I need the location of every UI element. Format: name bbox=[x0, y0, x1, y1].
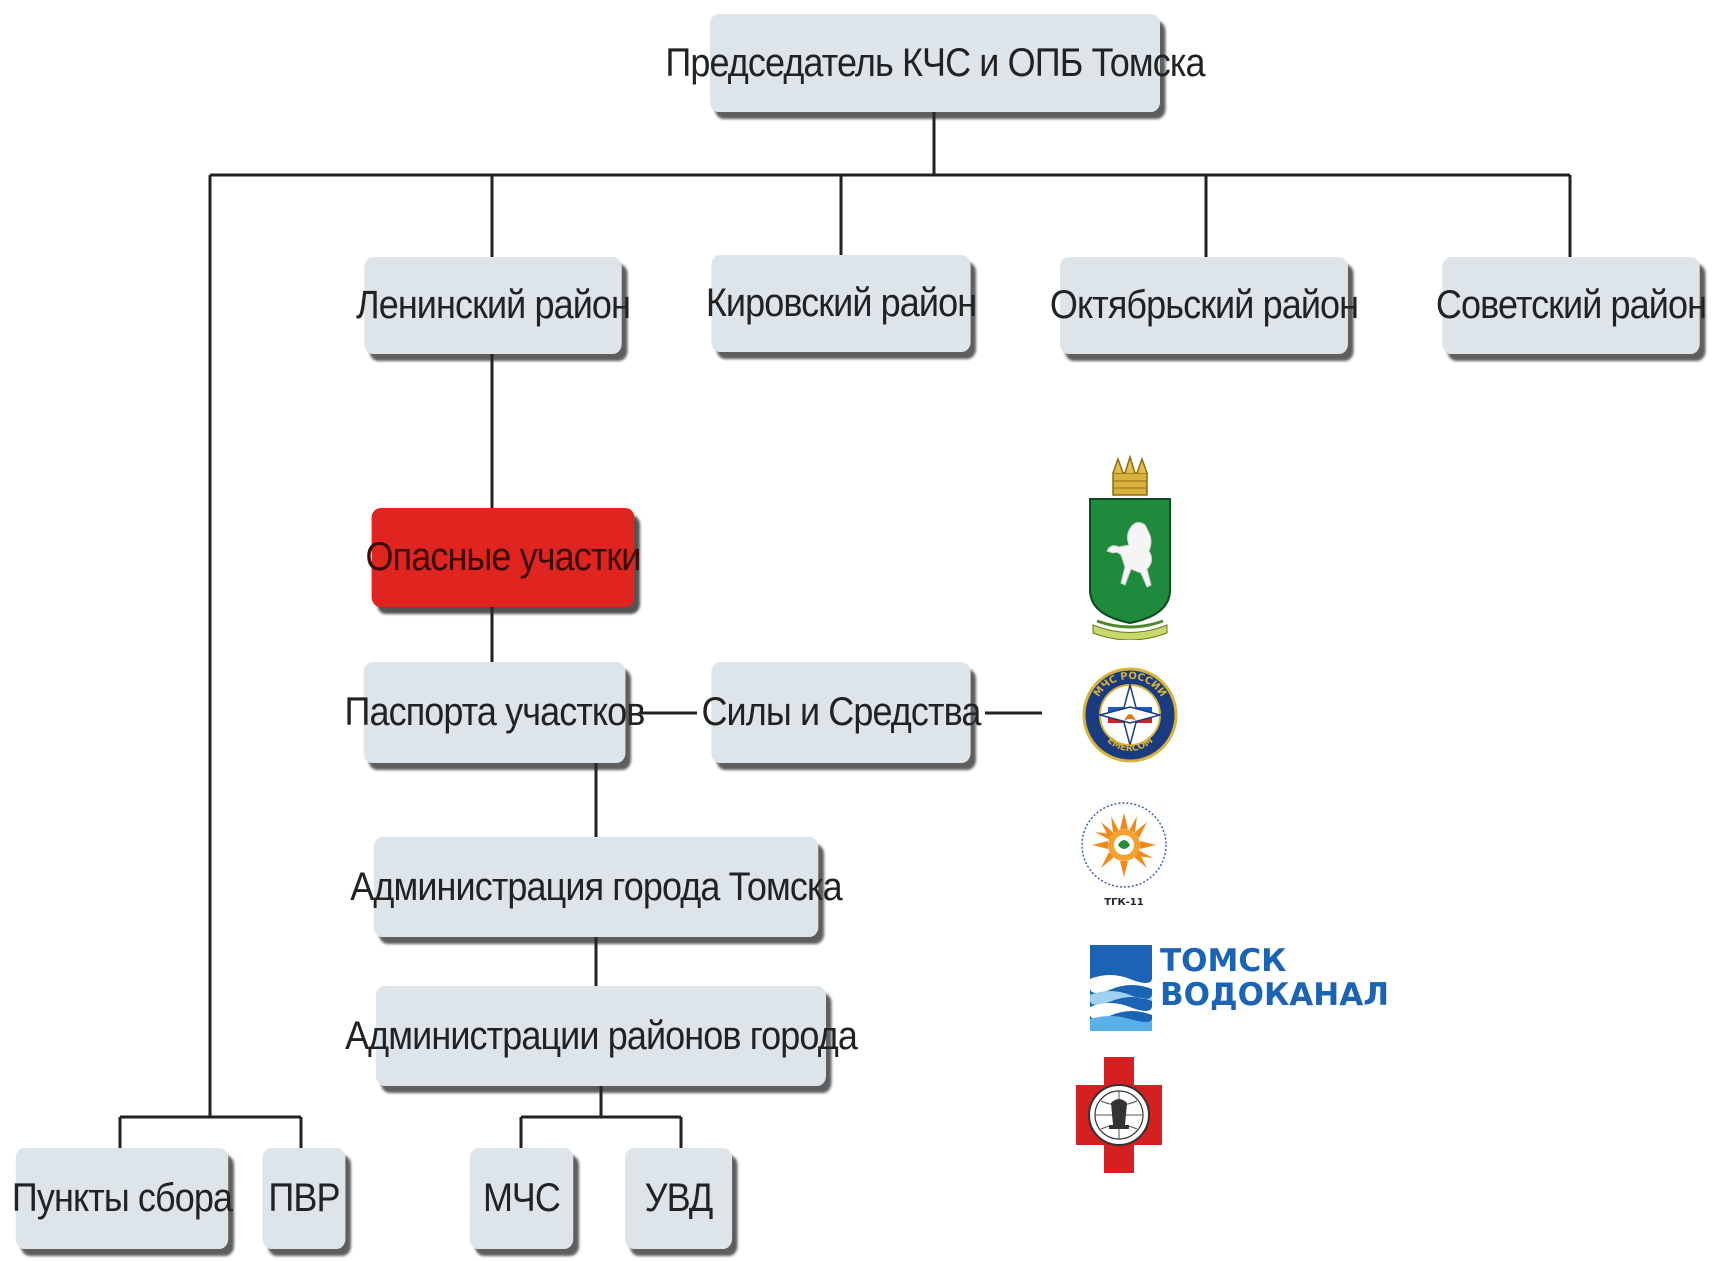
oktyabrsky-district-label: Октябрьский район bbox=[1049, 283, 1359, 327]
site-passports-label: Паспорта участков bbox=[344, 690, 645, 734]
chairman-label: Председатель КЧС и ОПБ Томска bbox=[665, 40, 1205, 85]
pvr-box: ПВР bbox=[262, 1148, 346, 1249]
tomsk-coat-of-arms-icon bbox=[1089, 455, 1171, 640]
chairman-box: Председатель КЧС и ОПБ Томска bbox=[665, 14, 1206, 112]
leninsky-district-box: Ленинский район bbox=[356, 257, 631, 354]
sovetsky-district-box: Советский район bbox=[1436, 257, 1707, 354]
assembly-points-label: Пункты сбора bbox=[11, 1176, 233, 1220]
tomsk-vodokanal-logo-icon bbox=[1090, 945, 1152, 1031]
kirovsky-district-box: Кировский район bbox=[706, 255, 977, 352]
uvd-box: УВД bbox=[624, 1148, 733, 1249]
oktyabrsky-district-box: Октябрьский район bbox=[1050, 257, 1359, 354]
red-cross-logo-icon bbox=[1076, 1057, 1162, 1173]
district-administrations-box: Администрации районов города bbox=[345, 986, 858, 1086]
dangerous-areas-label: Опасные участки bbox=[365, 535, 642, 579]
vodokanal-line-1: ТОМСК bbox=[1160, 943, 1287, 979]
mchs-label: МЧС bbox=[483, 1176, 561, 1220]
city-administration-box: Администрация города Томска bbox=[350, 837, 843, 937]
uvd-label: УВД bbox=[644, 1176, 714, 1220]
mchs-box: МЧС bbox=[469, 1148, 574, 1249]
sovetsky-district-label: Советский район bbox=[1435, 283, 1707, 327]
tgk-logo-text: ТГК-11 bbox=[1104, 897, 1143, 908]
pvr-label: ПВР bbox=[268, 1176, 340, 1220]
forces-and-means-box: Силы и Средства bbox=[701, 662, 981, 763]
city-administration-label: Администрация города Томска bbox=[350, 864, 842, 909]
leninsky-district-label: Ленинский район bbox=[355, 283, 631, 327]
assembly-points-box: Пункты сбора bbox=[12, 1148, 233, 1249]
mchs-emblem-icon: МЧС РОССИИ EMERCOM bbox=[1082, 667, 1178, 763]
kirovsky-district-label: Кировский район bbox=[705, 281, 977, 325]
forces-and-means-label: Силы и Средства bbox=[701, 690, 981, 734]
site-passports-box: Паспорта участков bbox=[344, 662, 645, 763]
vodokanal-title: ТОМСК ВОДОКАНАЛ bbox=[1160, 944, 1389, 1012]
vodokanal-line-2: ВОДОКАНАЛ bbox=[1160, 977, 1389, 1013]
district-administrations-label: Администрации районов города bbox=[345, 1013, 858, 1058]
tgk-11-logo-icon: ТГК-11 bbox=[1081, 802, 1167, 908]
dangerous-areas-box: Опасные участки bbox=[366, 508, 641, 607]
